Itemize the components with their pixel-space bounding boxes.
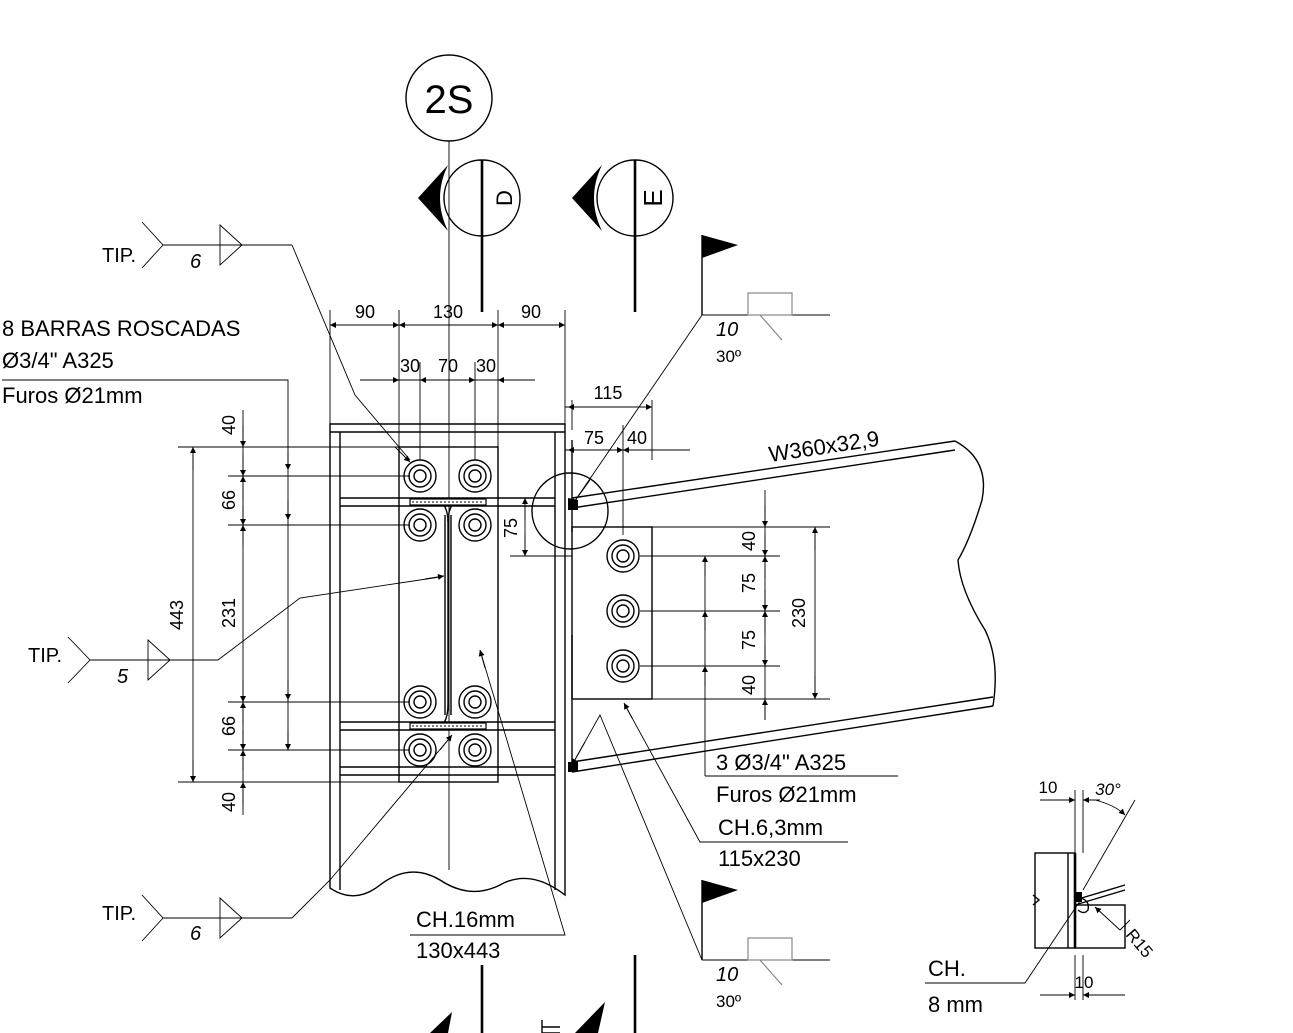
bolt — [458, 459, 492, 493]
det-dim-30: 30° — [1095, 780, 1121, 799]
dim-r230: 230 — [789, 598, 809, 628]
dim-v40-bot: 40 — [219, 792, 239, 812]
dim-r75-a: 75 — [739, 573, 759, 593]
dim-sub-30b: 30 — [476, 356, 496, 376]
bolt — [458, 508, 492, 542]
top-dimensions: 90 130 90 30 70 30 — [329, 302, 566, 460]
dim-top-right: 90 — [521, 302, 541, 322]
detail-marker-e: E — [572, 159, 674, 312]
dim-115: 115 — [594, 383, 623, 403]
plate16-callout-2: 130x443 — [416, 938, 500, 963]
dim-top-left: 90 — [355, 302, 375, 322]
beam-top-dimensions: 115 75 40 — [565, 383, 690, 535]
dim-sub-70: 70 — [438, 356, 458, 376]
dim-75: 75 — [584, 428, 604, 448]
bars-callout-2: Ø3/4" A325 — [2, 348, 114, 373]
tip-bottom-label: TIP. — [102, 903, 136, 925]
weld-right-bottom — [571, 713, 830, 986]
bolt — [606, 539, 640, 573]
ch8-callout-1: CH. — [928, 956, 966, 981]
weld-right-bottom-angle: 30º — [716, 992, 741, 1011]
dim-r75-b: 75 — [739, 630, 759, 650]
flange-dimension: 75 — [501, 497, 572, 557]
weld-bottom-size: 6 — [190, 923, 202, 945]
ch8-callout-2: 8 mm — [928, 992, 983, 1017]
right-dimensions: 40 75 75 40 230 — [640, 490, 898, 777]
plate-leaders — [410, 649, 848, 936]
detail-markers-bottom — [430, 955, 637, 1033]
dim-v75-flange: 75 — [501, 518, 521, 538]
weld-bottom — [141, 734, 453, 942]
detail-marker-d: D — [418, 159, 521, 312]
column-bolts — [403, 459, 492, 767]
plate-ch6 — [571, 526, 653, 700]
bolt — [458, 733, 492, 767]
detail-d-label: D — [492, 190, 517, 206]
bolts-callout-1: 3 Ø3/4" A325 — [716, 750, 846, 775]
dim-v231: 231 — [219, 598, 239, 628]
beam-w360 — [568, 440, 996, 773]
dim-443: 443 — [167, 600, 187, 630]
plate6-callout-2: 115x230 — [718, 846, 801, 871]
section-marker-2s: 2S — [405, 54, 493, 870]
left-dimensions: 443 40 66 231 66 40 — [2, 379, 410, 815]
dim-r40-bot: 40 — [739, 675, 759, 695]
detail-circle — [531, 472, 609, 550]
weld-right-top — [571, 235, 830, 506]
plate16-callout-1: CH.16mm — [416, 907, 515, 932]
weld-top — [141, 221, 411, 463]
section-label: 2S — [425, 78, 474, 122]
dim-top-mid: 130 — [433, 302, 463, 322]
weld-mid — [67, 573, 445, 684]
dim-v40-top: 40 — [219, 415, 239, 435]
weld-mid-size: 5 — [117, 666, 129, 688]
bars-callout-1: 8 BARRAS ROSCADAS — [2, 316, 240, 341]
dim-40: 40 — [627, 428, 647, 448]
tip-top-label: TIP. — [102, 245, 136, 267]
weld-right-top-angle: 30º — [716, 347, 741, 366]
det-dim-10-top: 10 — [1039, 778, 1058, 797]
dim-v66-bot: 66 — [219, 716, 239, 736]
dim-v66-top: 66 — [219, 490, 239, 510]
weld-right-top-size: 10 — [716, 319, 738, 341]
detail-e-label: E — [638, 189, 668, 206]
bolt — [606, 649, 640, 683]
tip-mid-label: TIP. — [28, 645, 62, 667]
bolts-callout-2: Furos Ø21mm — [716, 782, 857, 807]
bolt — [606, 594, 640, 628]
dim-r40-top: 40 — [739, 531, 759, 551]
bars-callout-3: Furos Ø21mm — [2, 383, 143, 408]
det-dim-10-bot: 10 — [1075, 973, 1094, 992]
weld-right-bottom-size: 10 — [716, 964, 738, 986]
plate-ch16 — [398, 446, 499, 783]
weld-top-size: 6 — [190, 251, 202, 273]
plate6-callout-1: CH.6,3mm — [718, 815, 823, 840]
i-section — [409, 498, 487, 730]
det-dim-r15: R15 — [1122, 925, 1157, 961]
dim-sub-30a: 30 — [400, 356, 420, 376]
bolt — [458, 685, 492, 719]
